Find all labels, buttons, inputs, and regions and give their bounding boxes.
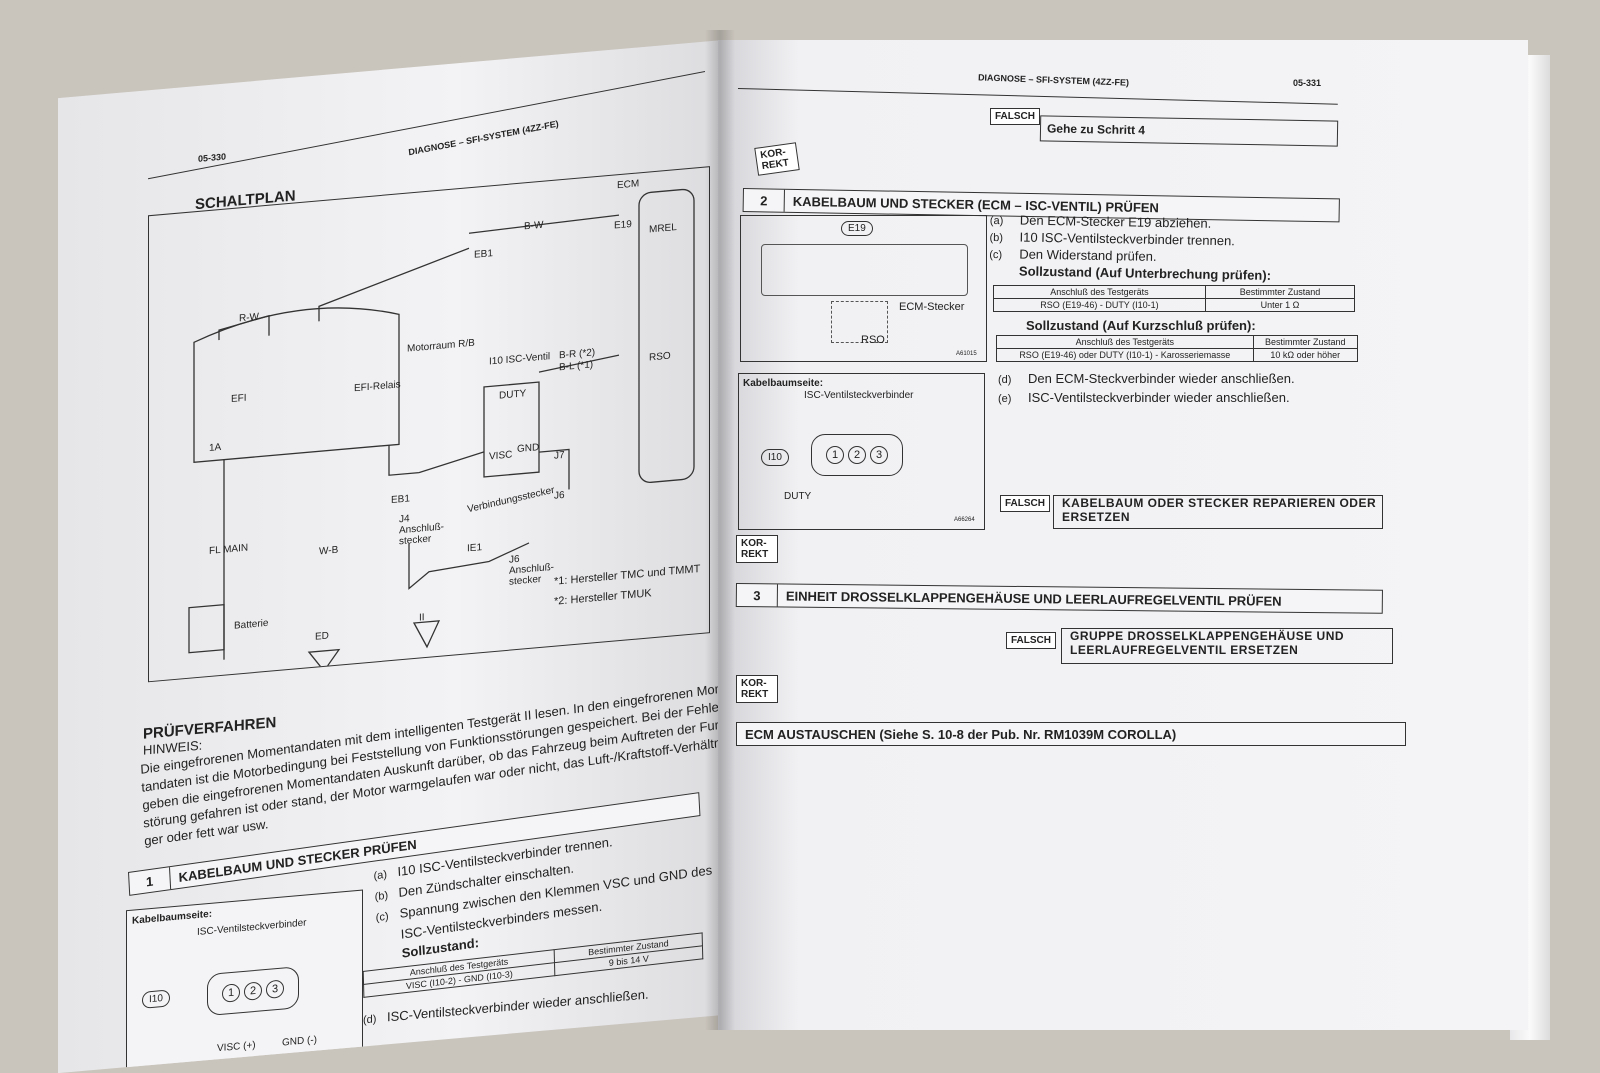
step-number: 1 xyxy=(129,867,172,895)
pin: 1 xyxy=(826,446,844,464)
j7-label: J7 xyxy=(554,449,565,462)
ground-ii-label: II xyxy=(419,612,425,624)
instruction-item: (e)ISC-Ventilsteckverbinder wieder ansch… xyxy=(998,390,1290,405)
right-page: DIAGNOSE – SFI-SYSTEM (4ZZ-FE) 05-331 FA… xyxy=(718,40,1528,1030)
figure-code: A61015 xyxy=(956,351,977,357)
step-title: KABELBAUM UND STECKER (ECM – ISC-VENTIL)… xyxy=(792,193,1160,215)
j4-label: J4 Anschluß-stecker xyxy=(399,513,445,548)
pin: 3 xyxy=(870,446,888,464)
header-rule xyxy=(737,88,1338,105)
running-header: DIAGNOSE – SFI-SYSTEM (4ZZ-FE) xyxy=(977,72,1130,88)
table-header: Anschluß des Testgeräts xyxy=(996,335,1254,349)
e19-badge: E19 xyxy=(841,221,873,236)
figure-code: A66264 xyxy=(322,1050,343,1059)
pin: 3 xyxy=(266,979,284,999)
figure-connector-label: ISC-Ventilsteckverbinder xyxy=(197,917,307,939)
table-cell: Unter 1 Ω xyxy=(1204,298,1356,312)
rso-label: RSO xyxy=(649,350,671,364)
sollzustand-label: Sollzustand (Auf Kurzschluß prüfen): xyxy=(1026,318,1256,333)
goto-step-4: Gehe zu Schritt 4 xyxy=(1039,115,1339,147)
instruction-item: (d)Den ECM-Steckverbinder wieder anschli… xyxy=(998,371,1295,386)
step-2-instructions-2: (d)Den ECM-Steckverbinder wieder anschli… xyxy=(998,370,1295,408)
pin: 2 xyxy=(244,981,262,1001)
ie1-label: IE1 xyxy=(467,542,483,555)
procedure-title: PRÜFVERFAHREN xyxy=(143,714,277,743)
visc-label: VISC (+) xyxy=(217,1039,256,1055)
replace-action: GRUPPE DROSSELKLAPPENGEHÄUSE UND LEERLAU… xyxy=(1061,628,1393,664)
schematic-frame: ECM MREL E19 B-W EB1 R-W Motorraum R/B E… xyxy=(148,166,710,683)
falsch-tag: FALSCH xyxy=(990,108,1040,125)
figure-code: A66264 xyxy=(954,517,975,523)
korrekt-tag: KOR-REKT xyxy=(736,675,778,703)
step-2-instructions: (a)Den ECM-Stecker E19 abziehen. (b)I10 … xyxy=(989,212,1272,284)
table-header: Anschluß des Testgeräts xyxy=(993,285,1206,299)
connector-1a-label: 1A xyxy=(209,441,222,454)
ecm-replace-step: ECM AUSTAUSCHEN (Siehe S. 10-8 der Pub. … xyxy=(736,722,1406,746)
falsch-tag: FALSCH xyxy=(1000,495,1050,512)
visc-label: VISC xyxy=(489,449,513,463)
table-cell: RSO (E19-46) oder DUTY (I10-1) - Karosse… xyxy=(996,348,1254,362)
wire-color-label: R-W xyxy=(239,311,259,325)
connector-drawing: 1 2 3 xyxy=(207,966,299,1017)
connector-id-badge: I10 xyxy=(142,989,170,1009)
pin: 2 xyxy=(848,446,866,464)
step-title: EINHEIT DROSSELKLAPPENGEHÄUSE UND LEERLA… xyxy=(785,588,1282,609)
korrekt-tag: KOR-REKT xyxy=(754,142,800,176)
rso-label: RSO xyxy=(861,334,885,346)
connector-drawing: 1 2 3 xyxy=(811,434,903,476)
page-number: 05-331 xyxy=(1293,78,1322,88)
step-3-header: 3 EINHEIT DROSSELKLAPPENGEHÄUSE UND LEER… xyxy=(735,583,1383,614)
korrekt-tag: KOR-REKT xyxy=(736,535,778,563)
ecm-label: ECM xyxy=(617,178,640,192)
left-page: 05-330 DIAGNOSE – SFI-SYSTEM (4ZZ-FE) SC… xyxy=(58,40,723,1073)
step-1-figure: Kabelbaumseite: ISC-Ventilsteckverbinder… xyxy=(126,889,363,1073)
ground-ed-label: ED xyxy=(315,630,329,643)
page-number: 05-330 xyxy=(198,151,227,164)
eb1-label: EB1 xyxy=(474,248,493,261)
j6-anschluss-label: J6 Anschluß-stecker xyxy=(509,553,555,588)
eb1-label: EB1 xyxy=(391,493,410,507)
j6-label: J6 xyxy=(554,489,565,502)
sollzustand-label: Sollzustand (Auf Unterbrechung prüfen): xyxy=(1018,263,1272,283)
connector-pins-drawing xyxy=(831,301,888,343)
gnd-label: GND xyxy=(517,442,540,456)
figure-side-label: Kabelbaumseite: xyxy=(743,378,824,389)
ecm-connector-figure: E19 ECM-Stecker RSO A61015 xyxy=(740,215,987,362)
header-rule xyxy=(148,71,706,180)
wire-color-label: B-W xyxy=(524,219,544,233)
wire-color-label: W-B xyxy=(319,544,339,558)
figure-connector-label: ISC-Ventilsteckverbinder xyxy=(804,390,914,401)
falsch-tag: FALSCH xyxy=(1006,632,1056,649)
table-cell: RSO (E19-46) - DUTY (I10-1) xyxy=(993,298,1206,312)
wiring-diagram xyxy=(188,188,695,672)
ecm-stecker-label: ECM-Stecker xyxy=(899,301,965,313)
e19-label: E19 xyxy=(614,218,632,232)
book-gutter xyxy=(705,30,735,1030)
gnd-label: GND (-) xyxy=(282,1034,317,1049)
step-number: 2 xyxy=(743,189,785,212)
table-header: Bestimmter Zustand xyxy=(1204,285,1356,299)
ecm-connector-drawing xyxy=(761,244,968,296)
repair-action: KABELBAUM ODER STECKER REPARIEREN ODER E… xyxy=(1053,495,1383,529)
step-number: 3 xyxy=(736,584,778,607)
duty-label: DUTY xyxy=(784,491,812,502)
pin: 1 xyxy=(222,983,240,1003)
efi-label: EFI xyxy=(231,392,247,406)
table-header: Bestimmter Zustand xyxy=(1252,335,1359,349)
isc-connector-figure: Kabelbaumseite: ISC-Ventilsteckverbinder… xyxy=(738,373,985,530)
figure-side-label: Kabelbaumseite: xyxy=(132,908,213,927)
connector-id-badge: I10 xyxy=(761,449,789,466)
table-cell: 10 kΩ oder höher xyxy=(1252,348,1359,362)
